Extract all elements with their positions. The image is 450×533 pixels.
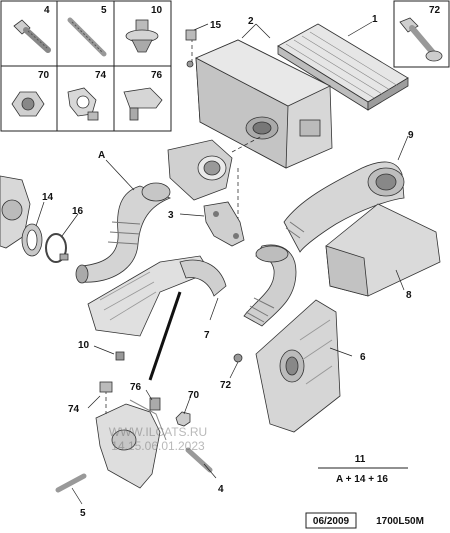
inset-label-70: 70	[38, 70, 50, 81]
inset-label-5: 5	[101, 5, 107, 16]
kit-contents: A + 14 + 16	[336, 474, 388, 485]
clip-74-icon	[67, 87, 99, 121]
bolt-4-icon	[13, 19, 51, 53]
air-filter-element	[277, 23, 409, 111]
lower-mount-assembly	[95, 399, 167, 489]
callout-3: 3	[168, 210, 174, 221]
air-filter-housing	[186, 39, 333, 169]
callout-14: 14	[42, 192, 54, 203]
inset-label-74: 74	[95, 70, 107, 81]
cover-8	[325, 203, 441, 297]
clamp-16	[45, 233, 69, 263]
callout-72: 72	[220, 380, 232, 391]
callout-9: 9	[408, 130, 414, 141]
turbo-housing	[0, 175, 31, 249]
nut-70	[175, 411, 191, 427]
callout-76: 76	[130, 382, 142, 393]
inset-label-4: 4	[44, 5, 50, 16]
resonator-guide	[231, 135, 263, 153]
callout-16: 16	[72, 206, 84, 217]
callout-7: 7	[204, 330, 210, 341]
leader-lines	[35, 21, 409, 505]
footer: 06/2009 1700L50M	[305, 512, 424, 529]
callout-A: A	[98, 150, 105, 161]
callout-labels: 1 2 3 4 5 6 7 8 9 10 14 15 16 70 72 74 7…	[42, 14, 414, 519]
support-bracket-6	[255, 299, 341, 433]
callout-8: 8	[406, 290, 412, 301]
inset-label-76: 76	[151, 70, 163, 81]
callout-4: 4	[218, 484, 224, 495]
stud-5-icon	[67, 17, 107, 57]
stud-5	[55, 473, 87, 493]
watermark: WWW.ILCATS.RU 14.15.06.01.2023	[109, 425, 207, 453]
clip-76	[149, 397, 161, 411]
callout-70: 70	[188, 390, 200, 401]
duct-9	[283, 161, 405, 253]
nut-70-icon	[11, 91, 45, 117]
kit-number: 11	[355, 454, 366, 465]
inset-label-72: 72	[429, 5, 441, 16]
intake-resonator	[167, 139, 233, 201]
duct-A	[75, 182, 172, 284]
callout-1: 1	[372, 14, 378, 25]
screw-72-icon	[399, 17, 443, 62]
connector-line	[148, 291, 182, 381]
hose-7	[243, 244, 297, 327]
callout-10: 10	[78, 340, 90, 351]
clip-74	[99, 381, 113, 393]
callout-2: 2	[248, 16, 254, 27]
seal-ring-14	[21, 223, 43, 257]
bracket-3	[203, 201, 245, 247]
fastener-72	[233, 353, 243, 363]
callout-6: 6	[360, 352, 366, 363]
watermark-site: WWW.ILCATS.RU	[109, 425, 207, 439]
watermark-date: 14.15.06.01.2023	[111, 439, 205, 453]
kit-formula: 11 A + 14 + 16	[318, 454, 408, 485]
inset-label-10: 10	[151, 5, 163, 16]
callout-74: 74	[68, 404, 80, 415]
callout-5: 5	[80, 508, 86, 519]
footer-code: 1700L50M	[376, 516, 424, 527]
hardware-inset-table: 4 5 10 70 74 76	[0, 0, 172, 132]
inset-72-box: 72	[393, 0, 450, 68]
fastener-15	[185, 29, 197, 41]
callout-15: 15	[210, 20, 222, 31]
lower-intake-duct	[87, 255, 227, 337]
footer-date: 06/2009	[313, 516, 350, 527]
fastener-10	[115, 351, 125, 361]
clip-76-icon	[123, 87, 163, 121]
clip-10-icon	[125, 19, 159, 53]
